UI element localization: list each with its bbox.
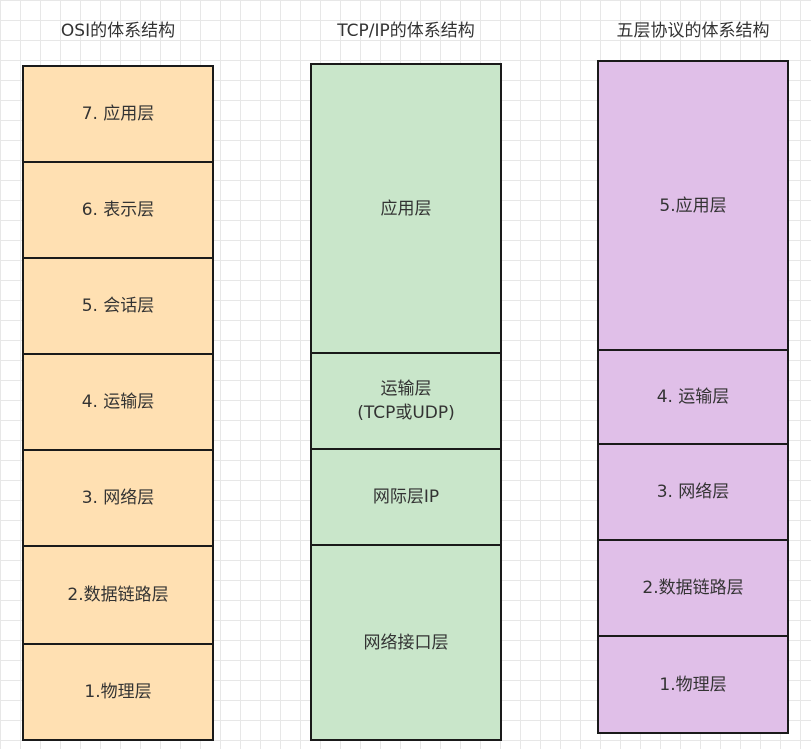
five-layer-transport-label: 4. 运输层 (656, 387, 730, 407)
tcpip-layer-internet-label: 网际层IP (372, 487, 440, 507)
osi-layer-application: 7. 应用层 (22, 65, 214, 163)
tcpip-layer-network-interface-label: 网络接口层 (363, 632, 449, 653)
osi-title: OSI的体系结构 (60, 21, 176, 41)
five-layer-physical: 1.物理层 (597, 635, 789, 734)
osi-layer-presentation-label: 6. 表示层 (81, 200, 155, 220)
five-layer-application: 5.应用层 (597, 60, 789, 351)
osi-layer-session: 5. 会话层 (22, 257, 214, 355)
five-layer-network: 3. 网络层 (597, 443, 789, 541)
five-layer-application-label: 5.应用层 (659, 195, 727, 216)
osi-layer-network: 3. 网络层 (22, 449, 214, 547)
osi-layer-data-link-label: 2.数据链路层 (67, 585, 169, 605)
five-layer-data-link-label: 2.数据链路层 (642, 578, 744, 598)
osi-layer-application-label: 7. 应用层 (81, 104, 155, 124)
tcpip-layer-internet: 网际层IP (310, 448, 502, 546)
five-layer-transport: 4. 运输层 (597, 349, 789, 445)
five-layer-physical-label: 1.物理层 (659, 674, 727, 695)
tcpip-layer-application: 应用层 (310, 63, 502, 354)
five-layer-title: 五层协议的体系结构 (616, 21, 770, 41)
osi-layer-network-label: 3. 网络层 (81, 488, 155, 508)
tcpip-layer-network-interface: 网络接口层 (310, 544, 502, 741)
osi-layer-transport: 4. 运输层 (22, 353, 214, 451)
tcpip-stack: 应用层 运输层 (TCP或UDP) 网际层IP 网络接口层 (310, 63, 502, 741)
tcpip-layer-transport-label: 运输层 (TCP或UDP) (357, 379, 455, 423)
osi-layer-transport-label: 4. 运输层 (81, 392, 155, 412)
five-layer-data-link: 2.数据链路层 (597, 539, 789, 637)
osi-layer-physical-label: 1.物理层 (84, 682, 152, 702)
five-layer-stack: 5.应用层 4. 运输层 3. 网络层 2.数据链路层 1.物理层 (597, 60, 789, 734)
tcpip-layer-transport: 运输层 (TCP或UDP) (310, 352, 502, 450)
tcpip-title: TCP/IP的体系结构 (337, 21, 475, 41)
osi-layer-presentation: 6. 表示层 (22, 161, 214, 259)
tcpip-layer-application-label: 应用层 (380, 198, 432, 219)
five-layer-network-label: 3. 网络层 (656, 482, 730, 502)
osi-layer-data-link: 2.数据链路层 (22, 545, 214, 645)
osi-layer-session-label: 5. 会话层 (81, 296, 155, 316)
osi-stack: 7. 应用层 6. 表示层 5. 会话层 4. 运输层 3. 网络层 2.数据链… (22, 65, 214, 741)
osi-layer-physical: 1.物理层 (22, 643, 214, 741)
